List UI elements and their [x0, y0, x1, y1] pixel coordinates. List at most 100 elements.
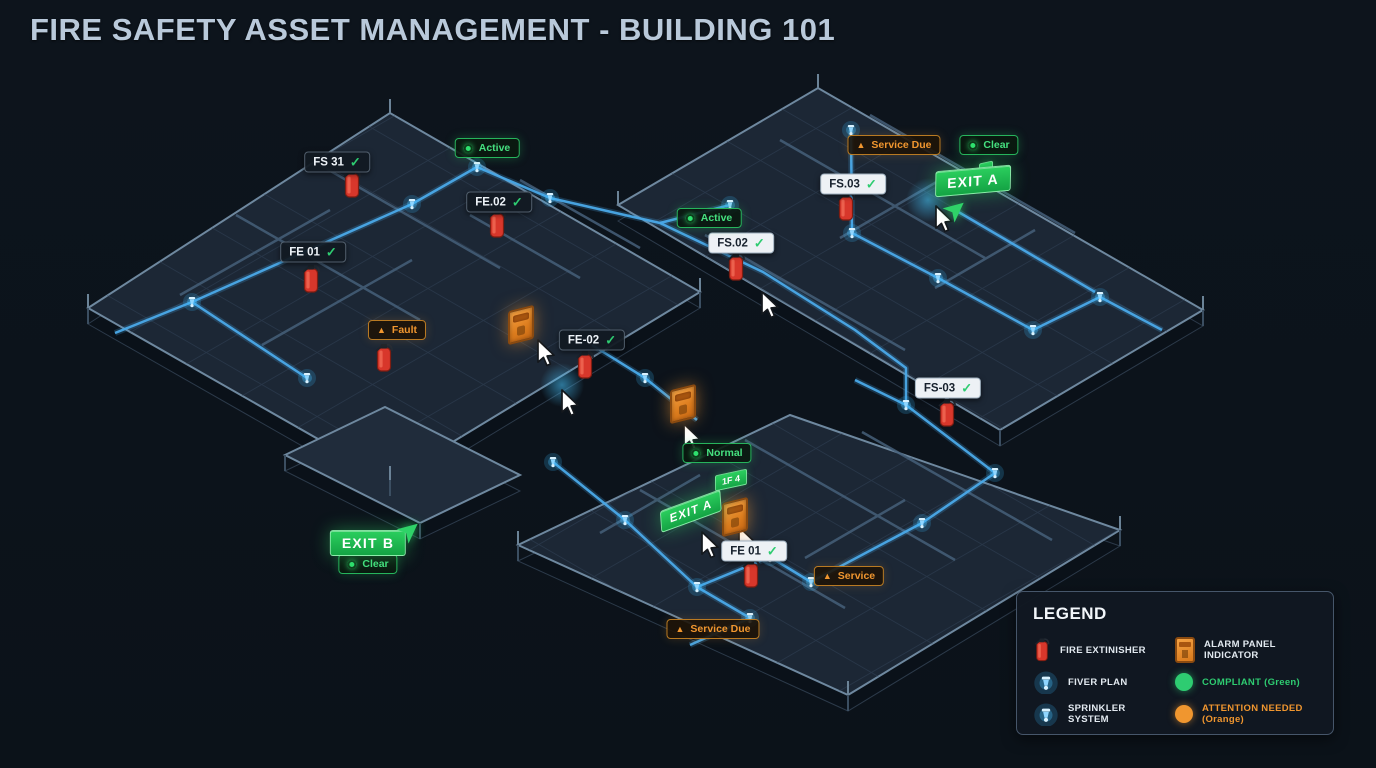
sprinkler-icon[interactable] — [298, 369, 316, 387]
status-badge[interactable]: ▲ Fault — [367, 320, 427, 340]
asset-label-text: FS.02 — [717, 237, 748, 249]
legend-item-fire-extinguisher: FIRE EXTINISHER — [1033, 636, 1165, 664]
building-wing-grid — [618, 88, 1203, 430]
asset-label-text: FS-03 — [923, 382, 956, 394]
asset-label-text: FS 31 — [313, 156, 344, 168]
fire-extinguisher-icon — [1034, 637, 1050, 662]
sprinkler-icon[interactable] — [688, 578, 706, 596]
legend-grid: FIRE EXTINISHER ALARM PANEL INDICATOR FI… — [1033, 634, 1317, 730]
alarm-panel-icon[interactable] — [722, 496, 748, 538]
legend-title: LEGEND — [1033, 604, 1107, 623]
legend-item-label: SPRINKLER SYSTEM — [1068, 703, 1126, 725]
asset-label[interactable]: FE 01 ✓ — [280, 241, 346, 263]
check-icon: ✓ — [511, 194, 523, 210]
sprinkler-icon[interactable] — [616, 511, 634, 529]
wall-edges — [87, 74, 1204, 695]
status-badge-text: Service — [837, 570, 876, 582]
status-badge-text: Normal — [706, 447, 743, 459]
status-dot-icon — [685, 213, 695, 223]
check-icon: ✓ — [961, 380, 973, 396]
warning-triangle-icon: ▲ — [856, 139, 866, 150]
status-badge-text: Service Due — [871, 139, 932, 151]
status-dot-icon — [463, 143, 473, 153]
legend-item-label: FIRE EXTINISHER — [1060, 644, 1146, 656]
status-badge-text: Active — [700, 212, 733, 224]
check-icon: ✓ — [865, 176, 877, 192]
status-badge-text: Clear — [983, 139, 1010, 151]
legend-item-label: COMPLIANT (Green) — [1202, 676, 1300, 688]
building-wing-grid — [518, 415, 1120, 695]
connection-line — [191, 300, 308, 380]
green-status-dot-icon — [1175, 673, 1193, 691]
asset-label[interactable]: FE-02 ✓ — [558, 329, 626, 351]
status-badge-text: Service Due — [690, 623, 751, 635]
status-dot-icon — [968, 140, 978, 150]
orange-status-dot-icon — [1175, 705, 1193, 723]
legend-item-label: ATTENTION NEEDED (Orange) — [1202, 703, 1303, 725]
status-badge[interactable]: Active — [454, 138, 520, 158]
exit-sign[interactable]: EXIT B — [329, 530, 407, 556]
legend-item-alarm-panel: ALARM PANEL INDICATOR — [1175, 637, 1317, 663]
sprinkler-icon[interactable] — [544, 453, 562, 471]
asset-label-text: FE.02 — [475, 196, 506, 208]
asset-label[interactable]: FE.02 ✓ — [466, 191, 532, 213]
sprinkler-icon[interactable] — [636, 369, 654, 387]
status-badge-text: Fault — [391, 324, 418, 336]
sprinkler-icon[interactable] — [897, 396, 915, 414]
warning-triangle-icon: ▲ — [822, 570, 832, 581]
check-icon: ✓ — [753, 235, 765, 251]
status-dot-icon — [691, 448, 701, 458]
status-badge[interactable]: Clear — [959, 135, 1019, 155]
status-badge[interactable]: ▲ Service Due — [847, 135, 941, 155]
asset-label-text: FE-02 — [567, 334, 600, 346]
check-icon: ✓ — [325, 244, 337, 260]
asset-label[interactable]: FE 01✓ — [721, 540, 787, 562]
building-porch — [282, 405, 523, 525]
sprinkler-icon[interactable] — [1024, 321, 1042, 339]
status-badge[interactable]: Clear — [338, 554, 398, 574]
legend-item-label: FIVER PLAN — [1068, 676, 1128, 688]
alarm-panel-icon[interactable] — [508, 304, 534, 346]
check-icon: ✓ — [605, 332, 617, 348]
asset-label-text: FS.03 — [829, 178, 860, 190]
status-badge-text: Clear — [362, 558, 389, 570]
legend-item-fiver-plan: FIVER PLAN — [1033, 670, 1165, 694]
alarm-panel-icon[interactable] — [670, 383, 696, 425]
sprinkler-icon[interactable] — [913, 514, 931, 532]
alarm-panel-icon — [1175, 637, 1195, 663]
asset-label[interactable]: FS.02 ✓ — [708, 232, 774, 254]
check-icon: ✓ — [349, 154, 361, 170]
check-icon: ✓ — [766, 543, 778, 559]
asset-label[interactable]: FS.03 ✓ — [820, 173, 886, 195]
asset-label-text: FE 01 — [289, 246, 320, 258]
status-badge[interactable]: Active — [676, 208, 742, 228]
sprinkler-icon[interactable] — [541, 189, 559, 207]
sprinkler-icon[interactable] — [986, 464, 1004, 482]
connection-line — [954, 208, 1096, 294]
sprinkler-icon[interactable] — [1091, 288, 1109, 306]
legend-item-compliant: COMPLIANT (Green) — [1175, 673, 1317, 691]
sprinkler-icon[interactable] — [403, 195, 421, 213]
sprinkler-icon — [1034, 702, 1058, 726]
warning-triangle-icon: ▲ — [376, 324, 386, 335]
status-badge[interactable]: ▲ Service — [813, 566, 885, 586]
sprinkler-icon[interactable] — [843, 224, 861, 242]
legend-item-attention-needed: ATTENTION NEEDED (Orange) — [1175, 703, 1317, 725]
sprinkler-icon[interactable] — [183, 293, 201, 311]
status-badge[interactable]: Normal — [682, 443, 752, 463]
warning-triangle-icon: ▲ — [675, 623, 685, 634]
page-title: FIRE SAFETY ASSET MANAGEMENT - BUILDING … — [30, 12, 836, 47]
asset-label[interactable]: FS 31 ✓ — [304, 151, 370, 173]
sprinkler-icon — [1034, 670, 1058, 694]
sprinkler-icon[interactable] — [468, 158, 486, 176]
legend-item-sprinkler-system: SPRINKLER SYSTEM — [1033, 702, 1165, 726]
legend-panel: LEGEND FIRE EXTINISHER ALARM PANEL INDIC… — [1016, 591, 1334, 735]
sprinkler-icon[interactable] — [929, 269, 947, 287]
status-badge-text: Active — [478, 142, 511, 154]
asset-label[interactable]: FS-03 ✓ — [914, 377, 982, 399]
status-badge[interactable]: ▲ Service Due — [666, 619, 760, 639]
cyan-glow — [540, 363, 584, 407]
